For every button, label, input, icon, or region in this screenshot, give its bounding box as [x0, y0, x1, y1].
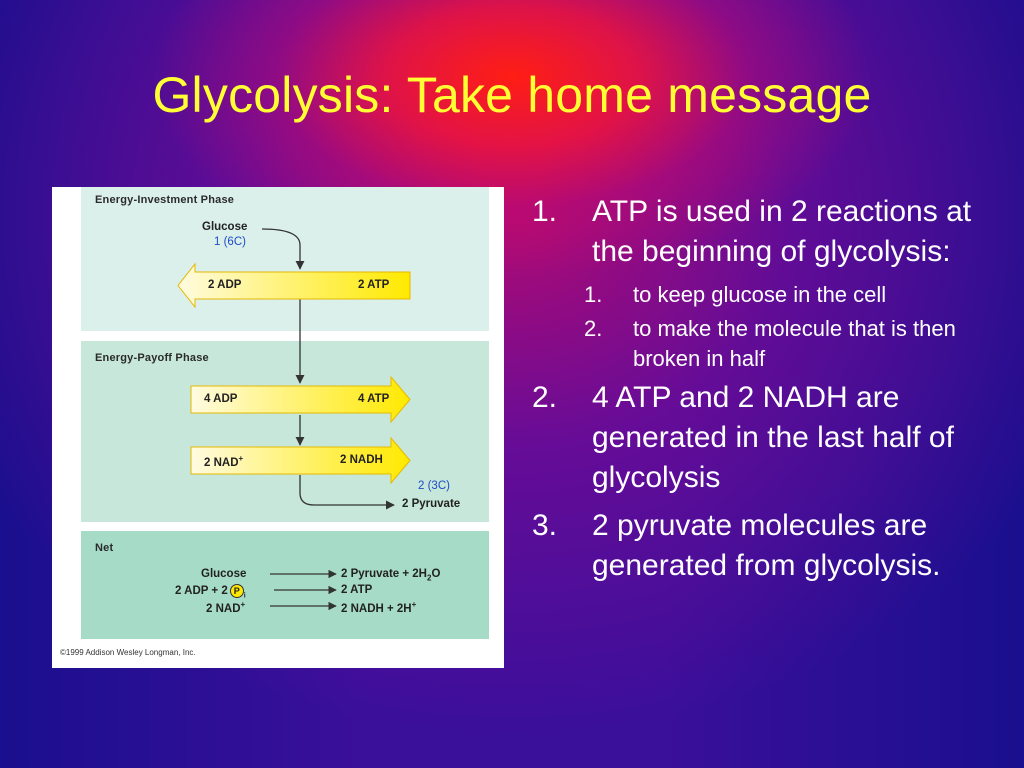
- net-label: Net: [95, 542, 114, 554]
- list-item-1-number: 1.: [532, 195, 558, 228]
- list-item-2-text: 4 ATP and 2 NADH are generated in the la…: [592, 381, 954, 494]
- net-row2-right: 2 ATP: [341, 584, 373, 596]
- list-item-3-number: 3.: [532, 509, 558, 542]
- glucose-label: Glucose: [202, 221, 248, 233]
- list-item-2-number: 2.: [532, 381, 558, 414]
- phase2-label: Energy-Payoff Phase: [95, 352, 209, 364]
- list-item-1-text: ATP is used in 2 reactions at the beginn…: [592, 195, 972, 268]
- net-row1-left: Glucose: [201, 568, 247, 580]
- step2-left-label: 4 ADP: [204, 393, 238, 405]
- sub-item-1: 1. to keep glucose in the cell: [532, 280, 982, 310]
- energy-investment-panel: Energy-Investment Phase: [81, 187, 489, 331]
- step2-arrow: [190, 375, 411, 424]
- net-row3-right: 2 NADH + 2H+: [341, 600, 417, 615]
- step1-arrow: [177, 262, 411, 309]
- pathway-line-4: [299, 475, 395, 510]
- copyright-text: ©1999 Addison Wesley Longman, Inc.: [60, 648, 196, 657]
- pathway-arrows: [177, 228, 411, 611]
- list-item-3: 3. 2 pyruvate molecules are generated fr…: [532, 506, 982, 586]
- step3-right-label: 2 NADH: [340, 454, 383, 466]
- step2-right-label: 4 ATP: [358, 393, 390, 405]
- sub-item-1-number: 1.: [584, 282, 603, 307]
- sub-item-2-number: 2.: [584, 316, 603, 341]
- net-row1-right: 2 Pyruvate + 2H2O: [341, 568, 441, 583]
- phosphate-icon: P: [229, 584, 244, 598]
- glycolysis-figure: Energy-Investment Phase Energy-Payoff Ph…: [52, 187, 504, 668]
- step1-left-label: 2 ADP: [208, 279, 242, 291]
- step3-left-label: 2 NAD+: [204, 454, 244, 469]
- net-panel: Net: [81, 531, 489, 639]
- phase1-label: Energy-Investment Phase: [95, 194, 235, 206]
- pyruvate-label: 2 Pyruvate: [402, 498, 461, 510]
- list-item-2: 2. 4 ATP and 2 NADH are generated in the…: [532, 378, 982, 498]
- sub-item-1-text: to keep glucose in the cell: [633, 282, 887, 307]
- step3-arrow: [190, 436, 411, 485]
- step1-right-label: 2 ATP: [358, 279, 390, 291]
- pyruvate-carbons: 2 (3C): [418, 480, 450, 492]
- list-item-3-text: 2 pyruvate molecules are generated from …: [592, 509, 941, 582]
- energy-payoff-panel: Energy-Payoff Phase: [81, 341, 489, 522]
- sub-item-2-text: to make the molecule that is then broken…: [633, 316, 956, 371]
- net-row3-left: 2 NAD+: [206, 600, 246, 615]
- sub-item-2: 2. to make the molecule that is then bro…: [532, 314, 982, 374]
- bullet-list: 1. ATP is used in 2 reactions at the beg…: [532, 192, 982, 594]
- slide-title: Glycolysis: Take home message: [152, 67, 872, 123]
- pathway-line: [261, 228, 305, 270]
- list-item-1: 1. ATP is used in 2 reactions at the beg…: [532, 192, 982, 272]
- glucose-carbons: 1 (6C): [214, 236, 246, 248]
